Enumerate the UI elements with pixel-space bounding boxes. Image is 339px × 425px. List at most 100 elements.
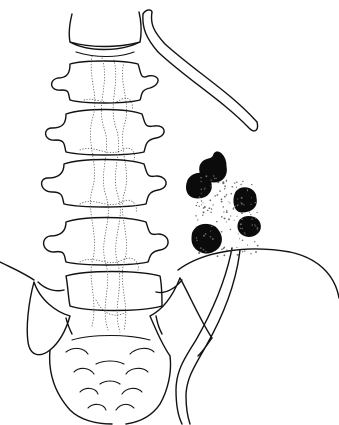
- speckle: [212, 238, 214, 240]
- speckle: [217, 181, 219, 183]
- speckle: [197, 202, 198, 203]
- speckle: [254, 241, 255, 242]
- speckle: [217, 255, 219, 257]
- speckle: [242, 228, 244, 230]
- speckle: [216, 221, 218, 223]
- speckle: [211, 226, 212, 227]
- speckle: [226, 194, 228, 196]
- speckle: [222, 181, 224, 183]
- speckle: [241, 197, 243, 199]
- speckle: [204, 206, 206, 208]
- speckle: [242, 181, 243, 182]
- node-2: [186, 173, 211, 198]
- speckle: [200, 247, 202, 249]
- speckle: [209, 199, 211, 201]
- speckle: [254, 224, 255, 225]
- speckle: [201, 204, 202, 205]
- speckle: [238, 233, 239, 234]
- speckle: [237, 189, 238, 190]
- speckle: [215, 226, 216, 227]
- speckle: [221, 216, 223, 218]
- speckle: [200, 251, 201, 252]
- speckle: [200, 177, 202, 179]
- speckle: [244, 232, 245, 233]
- vertebra-top: [69, 12, 141, 47]
- speckle: [224, 196, 226, 198]
- speckle: [210, 231, 211, 232]
- speckle: [247, 190, 248, 191]
- speckle: [226, 221, 227, 222]
- speckle: [252, 224, 253, 225]
- descending-tube: [176, 248, 240, 424]
- speckle: [240, 228, 241, 229]
- speckle: [226, 210, 227, 211]
- speckle: [210, 180, 211, 181]
- speckle: [236, 182, 238, 184]
- speckle: [221, 198, 223, 200]
- left-flank-contour: [0, 262, 34, 280]
- speckle: [216, 178, 217, 179]
- speckle: [230, 229, 231, 230]
- speckle: [231, 186, 233, 188]
- speckle: [255, 251, 257, 253]
- speckle: [241, 218, 243, 220]
- speckle: [210, 212, 212, 214]
- speckle: [199, 196, 201, 198]
- speckle: [202, 214, 203, 215]
- speckle: [244, 250, 246, 252]
- speckle: [197, 219, 198, 220]
- node-3: [234, 188, 256, 212]
- speckle: [244, 233, 245, 234]
- speckle: [257, 229, 258, 230]
- speckle: [212, 204, 213, 205]
- speckle: [231, 250, 232, 251]
- speckle: [226, 212, 228, 214]
- speckle: [226, 249, 228, 251]
- speckle: [224, 217, 226, 219]
- speckle: [211, 208, 213, 210]
- speckle: [251, 197, 252, 198]
- abdominal-contour: [178, 249, 339, 298]
- speckle: [224, 246, 225, 247]
- speckle: [255, 225, 256, 226]
- speckle: [221, 201, 223, 203]
- speckle: [251, 219, 252, 220]
- speckle: [247, 245, 248, 246]
- vertebra-l4: [44, 218, 168, 266]
- speckle: [207, 210, 209, 212]
- speckle: [223, 254, 225, 256]
- node-4: [238, 217, 260, 237]
- speckle: [230, 215, 231, 216]
- speckle: [234, 206, 235, 207]
- speckle: [198, 206, 199, 207]
- speckle: [250, 253, 251, 254]
- speckle: [205, 233, 207, 235]
- speckle: [196, 226, 197, 227]
- speckle: [205, 251, 207, 253]
- speckle: [219, 190, 221, 192]
- speckle: [250, 204, 251, 205]
- speckle: [203, 211, 205, 213]
- speckle: [224, 185, 226, 187]
- speckle: [250, 214, 251, 215]
- speckle: [236, 216, 237, 217]
- speckle: [236, 187, 237, 188]
- speckle: [204, 189, 205, 190]
- speckle: [202, 202, 203, 203]
- speckle: [236, 247, 237, 248]
- speckle: [231, 193, 233, 195]
- speckle: [223, 211, 224, 212]
- speckle: [256, 227, 258, 229]
- vertebra-l2: [46, 110, 164, 156]
- speckle: [204, 187, 205, 188]
- speckle: [223, 206, 225, 208]
- speckle: [201, 181, 202, 182]
- speckle: [214, 178, 216, 180]
- speckle: [221, 249, 223, 251]
- speckle: [254, 202, 255, 203]
- speckle: [210, 236, 211, 237]
- speckle: [242, 251, 243, 252]
- speckle: [223, 248, 225, 250]
- speckle: [242, 239, 244, 241]
